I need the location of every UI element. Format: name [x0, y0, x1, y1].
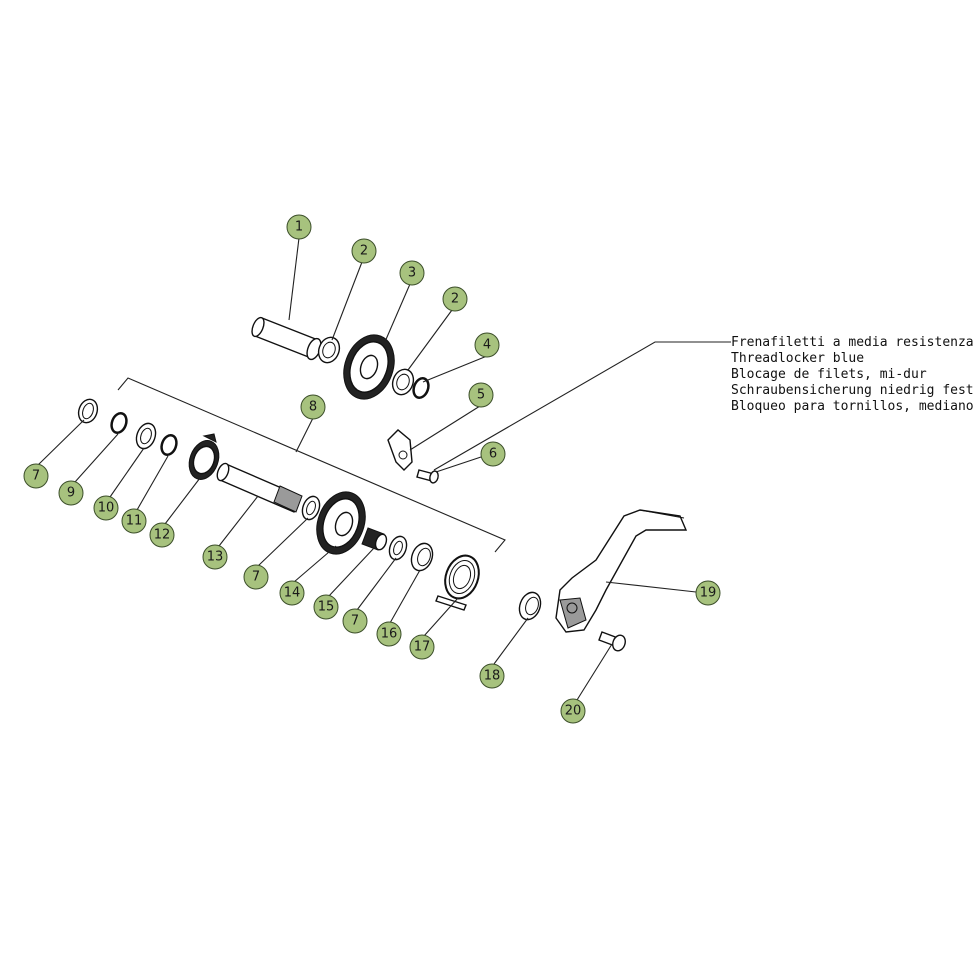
part-15-needle-bearing: [361, 527, 388, 551]
callout-20: 20: [560, 698, 586, 724]
svg-text:13: 13: [207, 550, 224, 565]
callout-19: 19: [695, 580, 721, 606]
svg-text:15: 15: [318, 600, 335, 615]
part-7-washer-a: [77, 398, 99, 424]
callout-5: 5: [468, 382, 494, 408]
part-12-ratchet: [188, 433, 220, 480]
part-16-spacer: [410, 542, 434, 572]
callout-4: 4: [474, 332, 500, 358]
callout-7a: 7: [23, 463, 49, 489]
note-line-1: Frenafiletti a media resistenza: [731, 335, 974, 350]
callout-16: 16: [376, 621, 402, 647]
note-leader: [433, 341, 731, 471]
svg-text:1: 1: [295, 220, 303, 235]
callout-8: 8: [300, 394, 326, 420]
callout-2a: 2: [351, 238, 377, 264]
svg-text:12: 12: [154, 528, 171, 543]
svg-text:6: 6: [489, 447, 497, 462]
part-13-kickstart-shaft: [216, 462, 303, 513]
svg-text:7: 7: [351, 614, 359, 629]
part-6-screw: [416, 469, 439, 484]
callout-14: 14: [279, 580, 305, 606]
part-14-kickstart-gear: [316, 491, 366, 555]
part-11-circlip: [160, 434, 178, 456]
note-line-3: Blocage de filets, mi-dur: [731, 367, 927, 382]
svg-text:20: 20: [565, 704, 582, 719]
part-19-kickstart-lever: [555, 509, 688, 633]
svg-text:10: 10: [98, 501, 115, 516]
part-9-circlip: [110, 412, 128, 434]
leader-lines: [37, 237, 697, 701]
svg-text:5: 5: [477, 388, 485, 403]
svg-text:3: 3: [408, 266, 416, 281]
callout-1: 1: [286, 214, 312, 240]
part-17-spring: [435, 554, 480, 611]
part-7-washer-b: [301, 495, 321, 521]
callout-12: 12: [149, 522, 175, 548]
assembly-bracket: [117, 377, 506, 553]
callout-7b: 7: [243, 564, 269, 590]
note-line-4: Schraubensicherung niedrig fest: [731, 383, 974, 398]
part-20-bolt: [598, 631, 626, 652]
svg-text:17: 17: [414, 640, 431, 655]
part-1-sleeve: [251, 316, 322, 361]
callout-11: 11: [121, 508, 147, 534]
svg-text:2: 2: [451, 292, 459, 307]
callout-3: 3: [399, 260, 425, 286]
callout-10: 10: [93, 495, 119, 521]
part-18-seal: [518, 591, 542, 621]
svg-text:9: 9: [67, 486, 75, 501]
part-4-circlip: [412, 377, 430, 399]
part-7-washer-c: [388, 535, 408, 561]
part-3-idler-gear: [343, 334, 395, 400]
part-10-washer: [135, 422, 157, 450]
callouts: 1 2 3 2 4 5 6 8 7 9 10 11 12 13 7 14 15 …: [23, 214, 721, 724]
part-5-stop-plate: [387, 429, 413, 471]
svg-text:16: 16: [381, 627, 398, 642]
note-line-2: Threadlocker blue: [731, 351, 864, 366]
threadlocker-note: Frenafiletti a media resistenza Threadlo…: [433, 335, 974, 471]
part-2-washer-b: [391, 368, 415, 396]
svg-text:19: 19: [700, 586, 717, 601]
svg-text:18: 18: [484, 669, 501, 684]
callout-15: 15: [313, 594, 339, 620]
note-line-5: Bloqueo para tornillos, mediano: [731, 399, 974, 414]
callout-18: 18: [479, 663, 505, 689]
svg-text:14: 14: [284, 586, 301, 601]
svg-text:8: 8: [309, 400, 317, 415]
callout-2b: 2: [442, 286, 468, 312]
callout-9: 9: [58, 480, 84, 506]
callout-6: 6: [480, 441, 506, 467]
svg-text:7: 7: [252, 570, 260, 585]
svg-text:2: 2: [360, 244, 368, 259]
callout-7c: 7: [342, 608, 368, 634]
svg-text:4: 4: [483, 338, 491, 353]
svg-text:7: 7: [32, 469, 40, 484]
part-2-washer-a: [317, 336, 341, 364]
callout-13: 13: [202, 544, 228, 570]
callout-17: 17: [409, 634, 435, 660]
svg-text:11: 11: [126, 514, 143, 529]
